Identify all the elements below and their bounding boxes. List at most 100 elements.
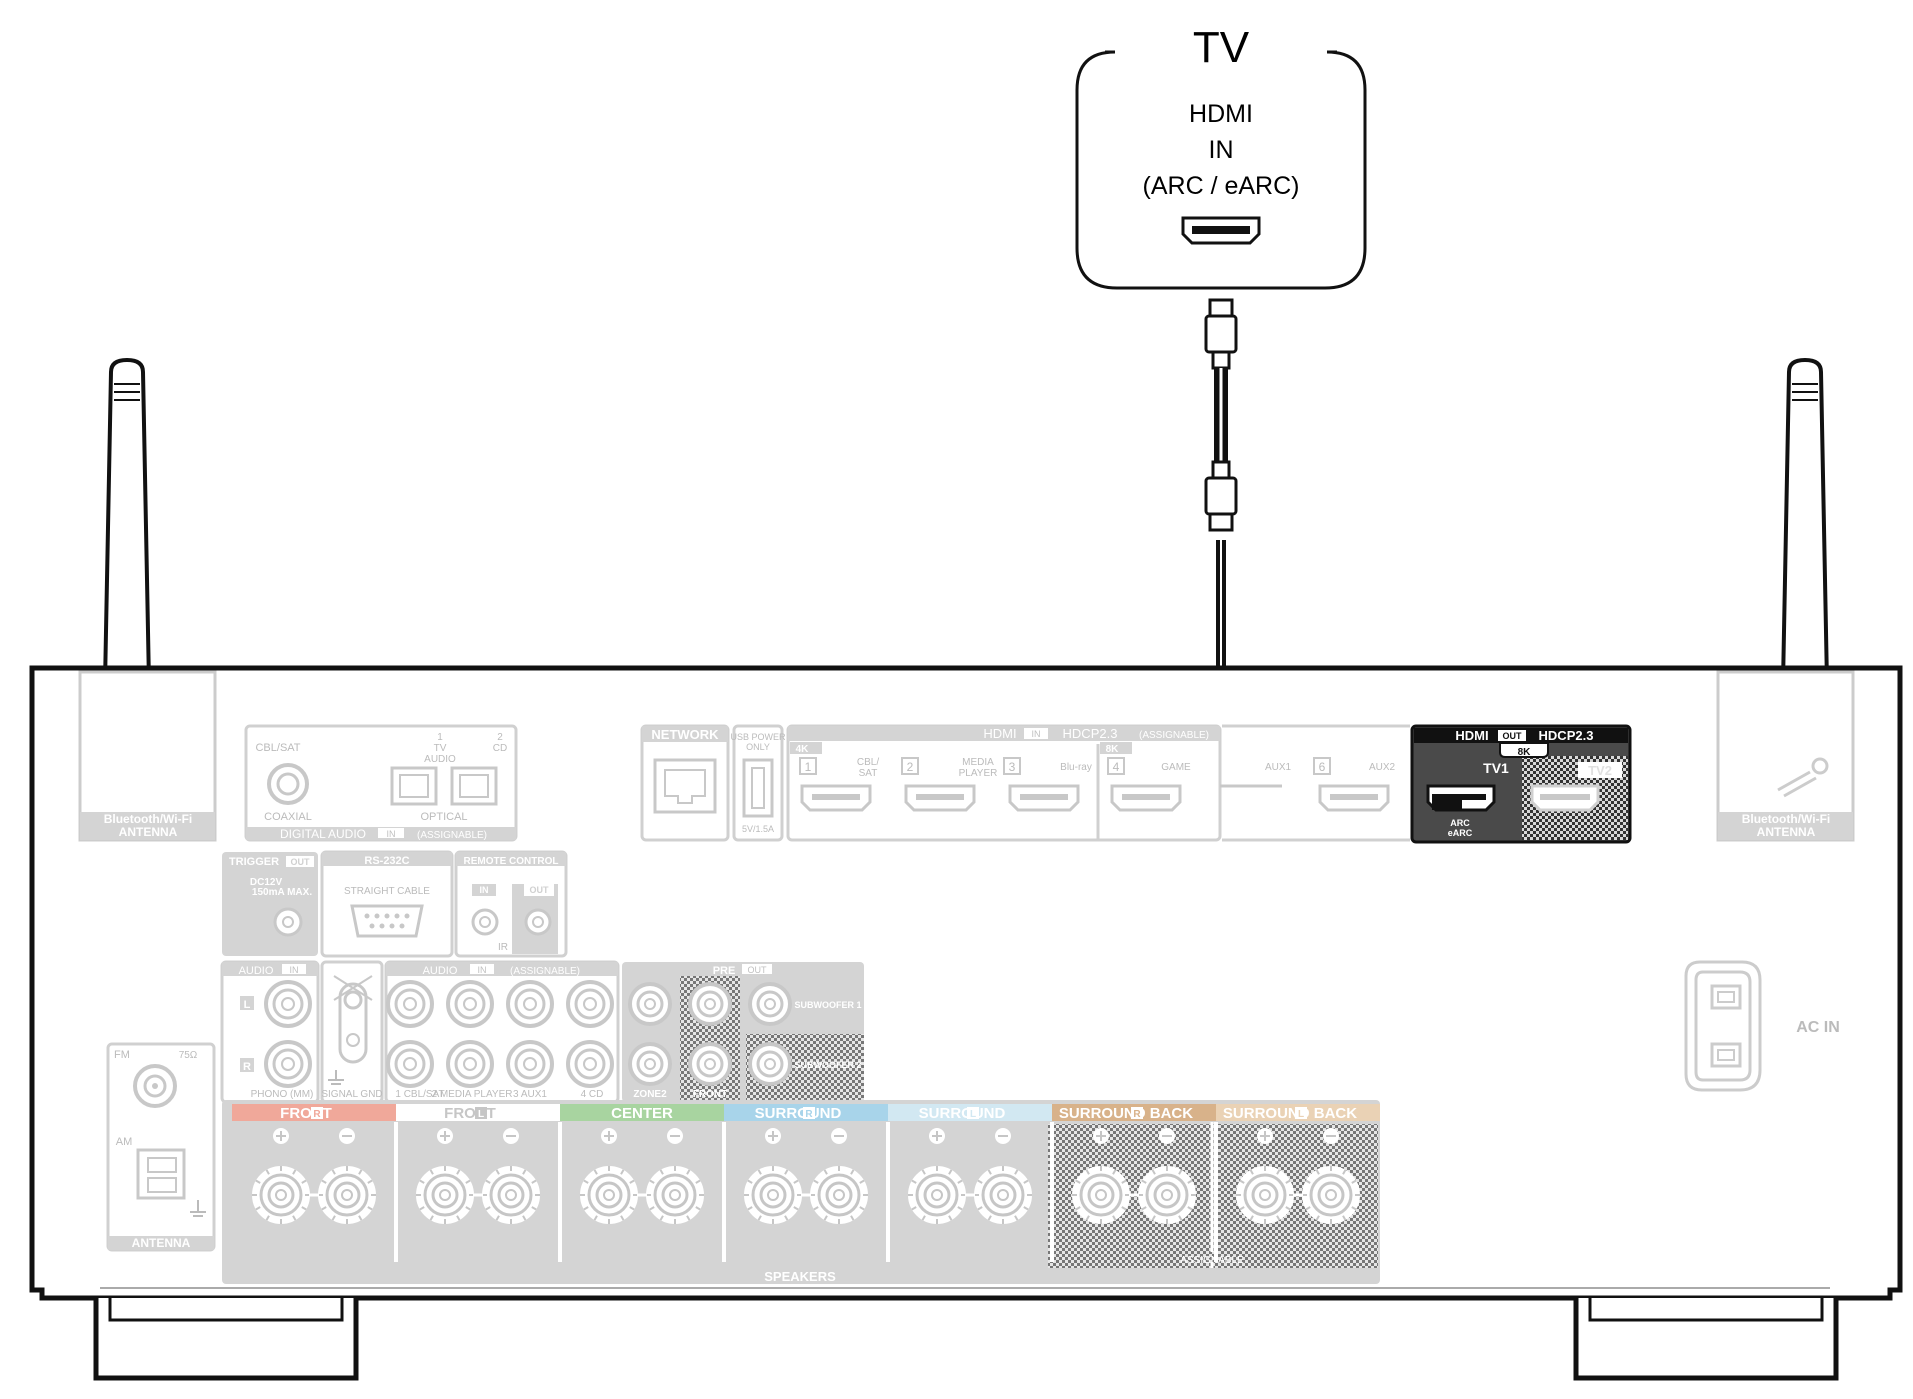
- speaker-terminal-plus[interactable]: [908, 1128, 966, 1224]
- hdmi-out-title: HDMI: [1455, 728, 1488, 743]
- speaker-side-box: [967, 1107, 979, 1119]
- tv-title: TV: [1193, 23, 1250, 72]
- audio-in-1-l-jack[interactable]: [386, 980, 434, 1028]
- speaker-side-label: L: [970, 1109, 976, 1120]
- digital-audio-assignable: (ASSIGNABLE): [417, 830, 487, 841]
- digital-audio-panel: CBL/SAT COAXIAL 1 TV AUDIO 2 CD OPTICAL …: [244, 724, 518, 842]
- left-antenna-base: Bluetooth/Wi-Fi ANTENNA: [78, 670, 217, 842]
- analog-audio-title: AUDIO: [423, 965, 458, 977]
- speaker-terminal-plus[interactable]: [416, 1128, 474, 1224]
- cd-num: 2: [497, 732, 503, 743]
- zone2-l-jack[interactable]: [628, 982, 672, 1026]
- audio-in-3-label: 3 AUX1: [513, 1089, 547, 1100]
- audio-in-3-r-jack[interactable]: [506, 1040, 554, 1088]
- usb-jack[interactable]: [742, 758, 774, 818]
- trigger-jack[interactable]: [273, 907, 303, 937]
- ac-in-label: AC IN: [1796, 1019, 1840, 1036]
- tv-hdmi-label: HDMI: [1189, 100, 1253, 128]
- trigger-panel: TRIGGER OUT DC12V 150mA MAX.: [222, 852, 318, 956]
- subwoofer2-jack[interactable]: [748, 1042, 792, 1086]
- tv-box: TV HDMI IN (ARC / eARC): [1075, 23, 1367, 290]
- phono-in-tag: IN: [290, 965, 299, 975]
- network-port: NETWORK: [640, 724, 730, 842]
- speaker-terminal-minus[interactable]: [1138, 1128, 1196, 1224]
- pre-out-panel: PRE OUT SUBWOOFER 1 SUBWOOFER 2 ZONE2 FR…: [622, 962, 864, 1102]
- speaker-terminal-minus[interactable]: [1302, 1128, 1360, 1224]
- usb-label-2: ONLY: [746, 742, 770, 752]
- phono-audio-title: AUDIO: [239, 965, 274, 977]
- right-antenna-label: Bluetooth/Wi-Fi: [1742, 812, 1831, 826]
- speaker-side-box: [1131, 1107, 1143, 1119]
- speaker-side-label: R: [1133, 1109, 1141, 1120]
- hdmi-in-hdcp: HDCP2.3: [1063, 726, 1118, 741]
- phono-r-jack[interactable]: [264, 1040, 312, 1088]
- tv-arc-label: (ARC / eARC): [1143, 172, 1300, 200]
- audio-in-4-l-jack[interactable]: [566, 980, 614, 1028]
- speaker-side-box: [1295, 1107, 1307, 1119]
- antenna-connector-icon: [1777, 770, 1817, 798]
- am-ground-icon: [190, 1200, 206, 1217]
- subwoofer2-label: SUBWOOFER 2: [794, 1060, 861, 1070]
- remote-out-jack[interactable]: [524, 908, 552, 936]
- audio-in-3-l-jack[interactable]: [506, 980, 554, 1028]
- zone2-r-jack[interactable]: [628, 1042, 672, 1086]
- hdmi-out-hdcp: HDCP2.3: [1539, 728, 1594, 743]
- usb-port: USB POWER ONLY 5V/1.5A: [730, 724, 786, 842]
- speaker-terminal-plus[interactable]: [744, 1128, 802, 1224]
- audio-in-1-r-jack[interactable]: [386, 1040, 434, 1088]
- hdmi-in-tag: IN: [1032, 729, 1041, 739]
- hdmi-in-8k-tag: 8K: [1106, 744, 1120, 755]
- front-r-preout-jack[interactable]: [688, 1042, 732, 1086]
- speaker-side-box: [803, 1107, 815, 1119]
- tv-audio-num: 1: [437, 732, 443, 743]
- speaker-terminal-minus[interactable]: [974, 1128, 1032, 1224]
- hdmi-in-panel: HDMI IN HDCP2.3 (ASSIGNABLE) 4K 8K 1 CBL…: [786, 724, 1410, 842]
- speaker-terminal-minus[interactable]: [318, 1128, 376, 1224]
- coaxial-jack[interactable]: [267, 763, 309, 805]
- am-label: AM: [116, 1136, 133, 1148]
- trigger-title: TRIGGER: [229, 856, 279, 868]
- hdmi-in-assignable: (ASSIGNABLE): [1139, 730, 1209, 741]
- cd-label: CD: [493, 743, 507, 754]
- audio-in-2-r-jack[interactable]: [446, 1040, 494, 1088]
- analog-jacks: [386, 980, 614, 1088]
- hdmi-in-6-num: 6: [1319, 760, 1326, 774]
- speaker-terminal-plus[interactable]: [252, 1128, 310, 1224]
- ground-terminal[interactable]: [338, 982, 368, 1064]
- speaker-side-label: R: [313, 1109, 321, 1120]
- front-l-preout-jack[interactable]: [688, 982, 732, 1026]
- speaker-terminal-minus[interactable]: [810, 1128, 868, 1224]
- subwoofer1-label: SUBWOOFER 1: [794, 1000, 861, 1010]
- hdmi-in-5-label: AUX1: [1265, 762, 1292, 773]
- hdmi-in-4-num: 4: [1113, 760, 1120, 774]
- speaker-group-label: CENTER: [611, 1105, 673, 1122]
- speaker-group-label: SURROUND: [755, 1105, 842, 1122]
- phono-l-label: L: [244, 999, 251, 1011]
- hdmi-in-title: HDMI: [983, 726, 1016, 741]
- speaker-group-label: SURROUND BACK: [1059, 1105, 1193, 1122]
- audio-in-4-r-jack[interactable]: [566, 1040, 614, 1088]
- rs232-panel: RS-232C STRAIGHT CABLE: [320, 850, 454, 958]
- hdmi-in-1-label-2: SAT: [859, 768, 878, 779]
- digital-audio-in-tag: IN: [387, 829, 396, 839]
- phono-l-jack[interactable]: [264, 980, 312, 1028]
- remote-in-jack[interactable]: [471, 908, 499, 936]
- optical-label: OPTICAL: [420, 811, 467, 823]
- subwoofer1-jack[interactable]: [748, 982, 792, 1026]
- signal-gnd: SIGNAL GND: [320, 960, 384, 1104]
- receiver-feet: [93, 1298, 1839, 1381]
- optical-jack-2[interactable]: [450, 766, 498, 806]
- ac-in: AC IN: [1684, 960, 1840, 1092]
- optical-jack-1[interactable]: [390, 766, 438, 806]
- left-antenna-label: Bluetooth/Wi-Fi: [104, 812, 193, 826]
- network-label: NETWORK: [651, 727, 719, 742]
- arc-label: ARC: [1450, 818, 1470, 828]
- digital-audio-footer: DIGITAL AUDIO: [280, 827, 366, 841]
- usb-rating: 5V/1.5A: [742, 824, 774, 834]
- rs232-port[interactable]: [350, 904, 424, 938]
- earc-label: eARC: [1448, 828, 1473, 838]
- audio-in-2-l-jack[interactable]: [446, 980, 494, 1028]
- speakers-assignable: ASSIGNABLE: [1180, 1255, 1244, 1266]
